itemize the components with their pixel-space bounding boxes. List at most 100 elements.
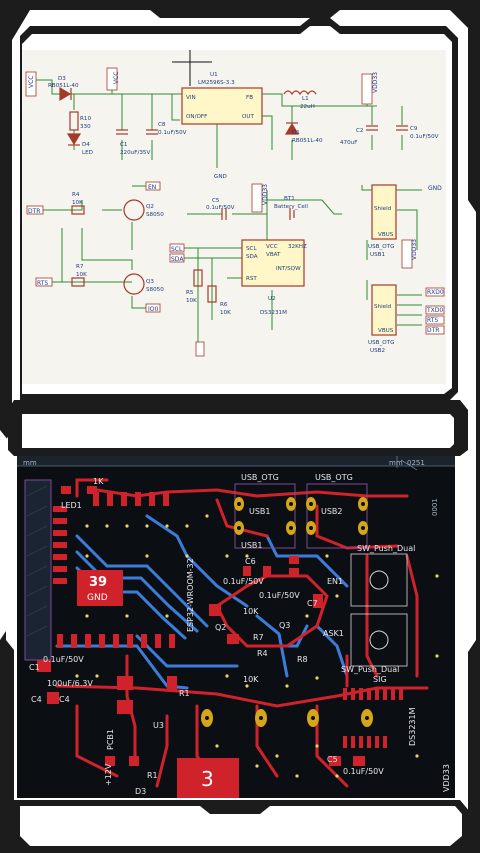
switch-ask1-knob <box>369 630 389 650</box>
ask1-label: ASK1 <box>323 629 344 638</box>
u1-pin-gnd: GND <box>214 174 227 180</box>
usb2-ref: USB2 <box>370 348 385 354</box>
ruler-unit: mm <box>23 459 37 467</box>
r5-ref: R5 <box>186 290 194 296</box>
hatch-area <box>26 485 48 637</box>
gnd-pad-number: 39 <box>89 575 107 590</box>
u1-ref: U1 <box>210 72 218 78</box>
u1-pin-onoff: ON/OFF <box>186 114 207 120</box>
usb2-outline <box>306 483 368 549</box>
usb1-value: USB_OTG <box>368 244 394 250</box>
ds3231-pads <box>343 688 403 748</box>
c2-ref: C2 <box>356 128 363 134</box>
gnd-ref-label: GND <box>428 185 442 192</box>
pcb-drawing: mm mm 0251 0001 <box>17 456 455 798</box>
en1-label: EN1 <box>327 577 343 586</box>
switch-en1 <box>350 553 408 607</box>
usb-pad-holes <box>205 502 369 720</box>
d1-value: RB051L-40 <box>292 138 323 144</box>
c5-label: C5 <box>327 755 338 764</box>
vdd33-pcb-label: VDD33 <box>442 764 451 792</box>
r4-label: R4 <box>257 649 268 658</box>
r7-ref: R7 <box>76 264 84 270</box>
usb1-vbus: VBUS <box>378 232 394 238</box>
c1-value: 220uF/35V <box>120 150 150 156</box>
u2-pin-scl: SCL <box>246 246 257 252</box>
usb1-outline <box>234 483 296 549</box>
u2-body <box>241 239 305 287</box>
c1-ref: C1 <box>120 142 128 148</box>
c5-ref: C5 <box>212 198 220 204</box>
c9-value: 0.1uF/50V <box>410 134 439 140</box>
c7-label: C7 <box>307 599 318 608</box>
schematic-drawing: VCC VCC VDD33 VDD33 VDD33 EN IO0 DTR RTS… <box>25 50 445 357</box>
c5-value: 0.1uF/50V <box>206 205 235 211</box>
q3-ref: Q3 <box>146 279 154 285</box>
switch-en1-knob <box>369 570 389 590</box>
u2-pin-rst: RST <box>246 276 257 282</box>
cursor-crosshair <box>172 50 212 86</box>
txd0-label: TXD0 <box>426 307 443 314</box>
u2-freq: 32KHZ <box>288 244 307 250</box>
u2-pin-vcc: VCC <box>266 244 278 250</box>
c4-silk: C4 <box>59 695 70 704</box>
u2-value: DS3231M <box>260 310 287 316</box>
power-flags <box>25 67 445 357</box>
usb2-vbus: VBUS <box>378 328 394 334</box>
schematic-parts <box>59 86 408 303</box>
pcb-panel: mm mm 0251 0001 <box>17 456 455 798</box>
r1-b-label: R1 <box>147 771 158 780</box>
r10-value: 330 <box>80 124 91 130</box>
usb1-ref: USB1 <box>370 252 385 258</box>
u2-pin-vbat: VBAT <box>266 252 281 258</box>
r6-value: 10K <box>220 310 231 316</box>
l1-ref: L1 <box>302 96 309 102</box>
ruler-unit-right: mm <box>389 459 403 467</box>
r10-ref: R10 <box>80 116 91 122</box>
switch-ask1 <box>350 613 408 667</box>
io0-label: IO0 <box>148 306 158 313</box>
usb-otg-2-label: USB_OTG <box>315 473 353 482</box>
usb1-shield: Shield <box>374 206 392 212</box>
sda-label: SDA <box>171 256 184 263</box>
pcb-ruler <box>17 456 455 466</box>
bt1-ref: BT1 <box>284 196 295 202</box>
q2-value: S8050 <box>146 212 164 218</box>
vdd33-label-b: VDD33 <box>262 184 269 205</box>
u1-pin-out: OUT <box>242 114 254 120</box>
vcc2-label: VCC <box>113 72 120 84</box>
schematic-text: VCC VCC VDD33 VDD33 VDD33 EN IO0 DTR RTS… <box>28 72 444 334</box>
esp-module-label: ESP32-WROOM-32 <box>186 558 195 632</box>
rts-label: RTS <box>37 280 48 287</box>
esp-pads <box>53 492 175 648</box>
gnd-pad-label: GND <box>87 593 108 603</box>
q3-value: S8050 <box>146 287 164 293</box>
c9-ref: C9 <box>410 126 418 132</box>
usb2-label: USB2 <box>321 507 343 516</box>
v12-label: +12V <box>104 763 113 786</box>
sig-label: SIG <box>373 675 387 684</box>
rxd0-label: RXD0 <box>427 289 444 296</box>
pcb-silk-text: 1K LED1 USB_OTG USB_OTG USB1 USB2 USB1 C… <box>29 473 415 796</box>
r8-label: R8 <box>297 655 308 664</box>
smd-parts <box>37 486 365 766</box>
usb1-label: USB1 <box>249 507 271 516</box>
c7-value-label: 0.1uF/50V <box>259 591 300 600</box>
ruler-value: 0251 <box>407 459 425 467</box>
usb1-body <box>371 184 397 240</box>
pcb-rotated-text: ESP32-WROOM-32 PCB1 +12V DS3231M VDD33 <box>104 558 451 792</box>
usb-otg-1-label: USB_OTG <box>241 473 279 482</box>
r5-value: 10K <box>186 298 197 304</box>
r-1k-label: 1K <box>93 477 104 486</box>
c6-value-label: 0.1uF/50V <box>223 577 264 586</box>
scl-label: SCL <box>171 246 183 253</box>
q2-ref: Q2 <box>146 204 154 210</box>
r4-value: 10K <box>72 200 83 206</box>
sw-push-dual-2-label: SW_Push_Dual <box>341 665 399 674</box>
vdd33-label-c: VDD33 <box>411 239 418 260</box>
c8-ref: C8 <box>158 122 166 128</box>
u2-pin-int: INT/SQW <box>276 266 301 272</box>
q2-label: Q2 <box>215 623 226 632</box>
r10k-label: 10K <box>243 607 259 616</box>
c6-label: C6 <box>245 557 256 566</box>
